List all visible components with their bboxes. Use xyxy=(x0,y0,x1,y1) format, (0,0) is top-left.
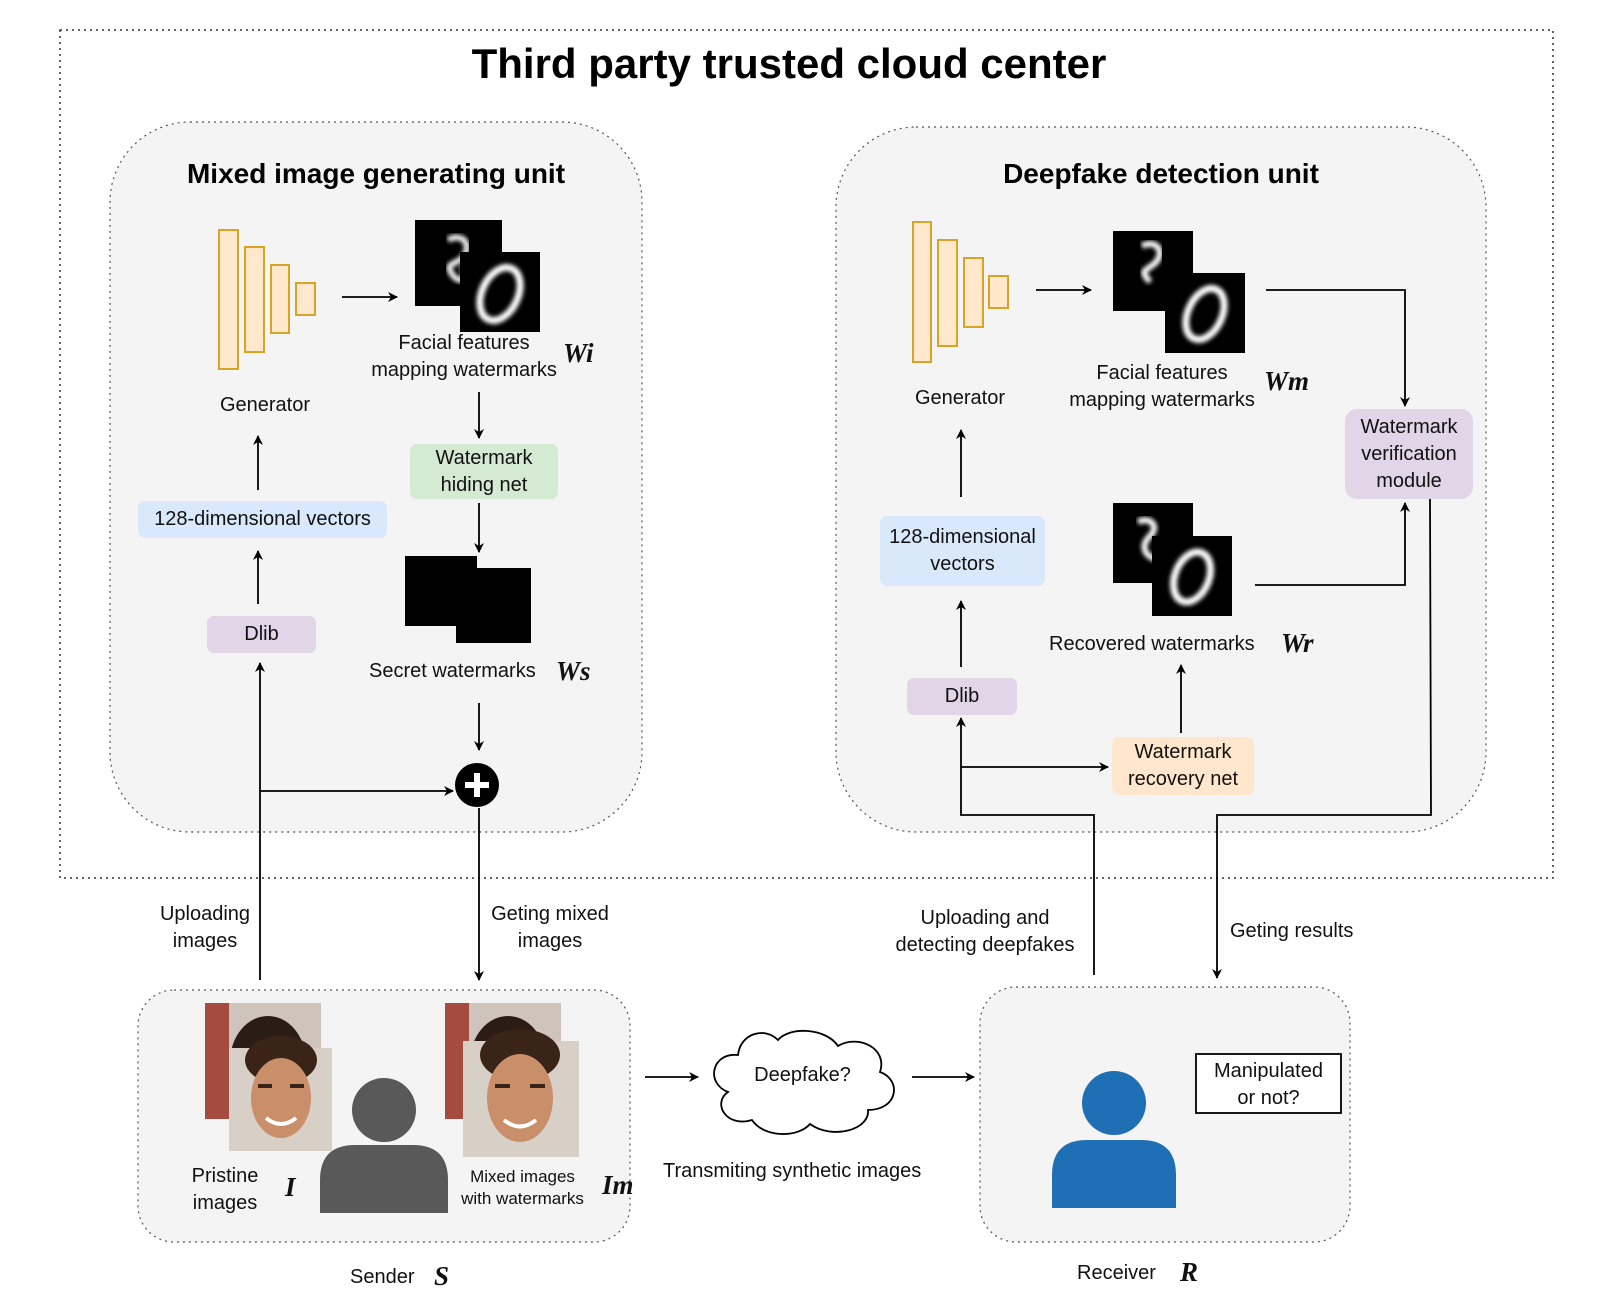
sender-person-icon xyxy=(320,1078,448,1213)
getting-mixed-label: Geting mixed images xyxy=(480,901,620,955)
uploading-images-label: Uploading images xyxy=(145,901,265,955)
watermark-hiding-net-box: Watermark hiding net xyxy=(410,444,558,499)
mixed-unit-title: Mixed image generating unit xyxy=(186,158,566,189)
uploading-detect-label: Uploading and detecting deepfakes xyxy=(880,905,1090,959)
mixed-unit-panel xyxy=(109,121,643,833)
recovered-watermarks-label: Recovered watermarks xyxy=(1049,633,1255,655)
mixed-line1: Mixed images xyxy=(470,1167,575,1186)
getting-mixed-line2: images xyxy=(517,930,583,952)
right-dlib-label: Dlib xyxy=(944,685,980,707)
ws-symbol: Ws xyxy=(556,656,591,686)
uploading-line1: Uploading xyxy=(159,903,251,925)
manipulated-box xyxy=(1195,1053,1342,1114)
detection-unit-title: Deepfake detection unit xyxy=(1003,158,1319,189)
ws-watermark-image-front xyxy=(456,568,531,643)
right-generator-icon xyxy=(912,221,1009,363)
left-features-label: Facial features mapping watermarks xyxy=(352,330,576,384)
uploading-line2: images xyxy=(172,930,238,952)
wi-symbol: Wi xyxy=(563,338,594,368)
mixed-line2: with watermarks xyxy=(461,1189,584,1208)
deepfake-cloud-label: Deepfake? xyxy=(754,1064,851,1086)
right-features-line1: Facial features xyxy=(1096,362,1228,384)
receiver-label: Receiver xyxy=(1077,1262,1156,1284)
left-features-line2: mapping watermarks xyxy=(371,359,557,381)
right-vectors-line2: vectors xyxy=(930,553,995,575)
left-dlib-label: Dlib xyxy=(244,623,279,645)
receiver-person-icon xyxy=(1052,1071,1176,1208)
manipulated-label: Manipulated or not? xyxy=(1196,1058,1341,1112)
getting-results-label: Geting results xyxy=(1230,920,1354,942)
hiding-net-line1: Watermark xyxy=(435,446,533,469)
mixed-image-front xyxy=(463,1029,579,1157)
left-vectors-box: 128-dimensional vectors xyxy=(138,501,387,538)
left-features-line1: Facial features xyxy=(398,332,530,354)
left-vectors-label: 128-dimensional vectors xyxy=(154,508,371,530)
wi-watermark-image-front xyxy=(460,252,540,332)
right-dlib-box: Dlib xyxy=(907,678,1017,715)
pristine-images-label: Pristine images xyxy=(180,1163,270,1217)
recovery-net-line1: Watermark xyxy=(1134,741,1232,763)
im-symbol: Im xyxy=(602,1170,634,1200)
secret-watermarks-label: Secret watermarks xyxy=(369,660,536,682)
transmitting-label: Transmiting synthetic images xyxy=(663,1160,922,1182)
sender-label: Sender xyxy=(350,1266,415,1288)
left-dlib-box: Dlib xyxy=(207,616,316,653)
deepfake-cloud-shape xyxy=(713,1029,895,1135)
mixing-plus-icon xyxy=(455,763,499,807)
pristine-image-front xyxy=(229,1036,332,1151)
mixed-images-label: Mixed images with watermarks xyxy=(450,1166,595,1210)
right-vectors-line1: 128-dimensional xyxy=(889,526,1036,548)
left-generator-label: Generator xyxy=(219,394,311,416)
watermark-verification-box: Watermark verification module xyxy=(1345,409,1473,499)
getting-mixed-line1: Geting mixed xyxy=(491,903,609,925)
verification-line3: module xyxy=(1376,469,1442,492)
verification-line2: verification xyxy=(1361,442,1457,465)
r-symbol: R xyxy=(1180,1257,1199,1287)
verification-line1: Watermark xyxy=(1360,415,1458,438)
right-vectors-box: 128-dimensional vectors xyxy=(880,516,1045,586)
pristine-line2: images xyxy=(192,1192,258,1214)
manipulated-line1: Manipulated xyxy=(1214,1060,1323,1082)
wr-symbol: Wr xyxy=(1281,628,1314,658)
hiding-net-line2: hiding net xyxy=(440,473,528,496)
s-symbol: S xyxy=(434,1261,450,1291)
recovery-net-line2: recovery net xyxy=(1127,768,1239,790)
right-generator-label: Generator xyxy=(914,387,1006,409)
uploading-detect-line1: Uploading and xyxy=(920,907,1050,929)
wm-symbol: Wm xyxy=(1264,366,1310,396)
pristine-line1: Pristine xyxy=(191,1165,259,1187)
right-features-line2: mapping watermarks xyxy=(1069,389,1255,411)
arrows xyxy=(253,285,1432,1082)
right-features-label: Facial features mapping watermarks xyxy=(1050,360,1274,414)
uploading-detect-line2: detecting deepfakes xyxy=(895,934,1075,956)
watermark-recovery-net-box: Watermark recovery net xyxy=(1112,737,1254,795)
wr-watermark-image-front xyxy=(1152,536,1232,616)
manipulated-line2: or not? xyxy=(1237,1087,1300,1109)
wm-watermark-image-front xyxy=(1165,273,1245,353)
i-symbol: I xyxy=(285,1172,296,1202)
cloud-center-title: Third party trusted cloud center xyxy=(471,40,1107,87)
left-generator-icon xyxy=(218,229,316,370)
